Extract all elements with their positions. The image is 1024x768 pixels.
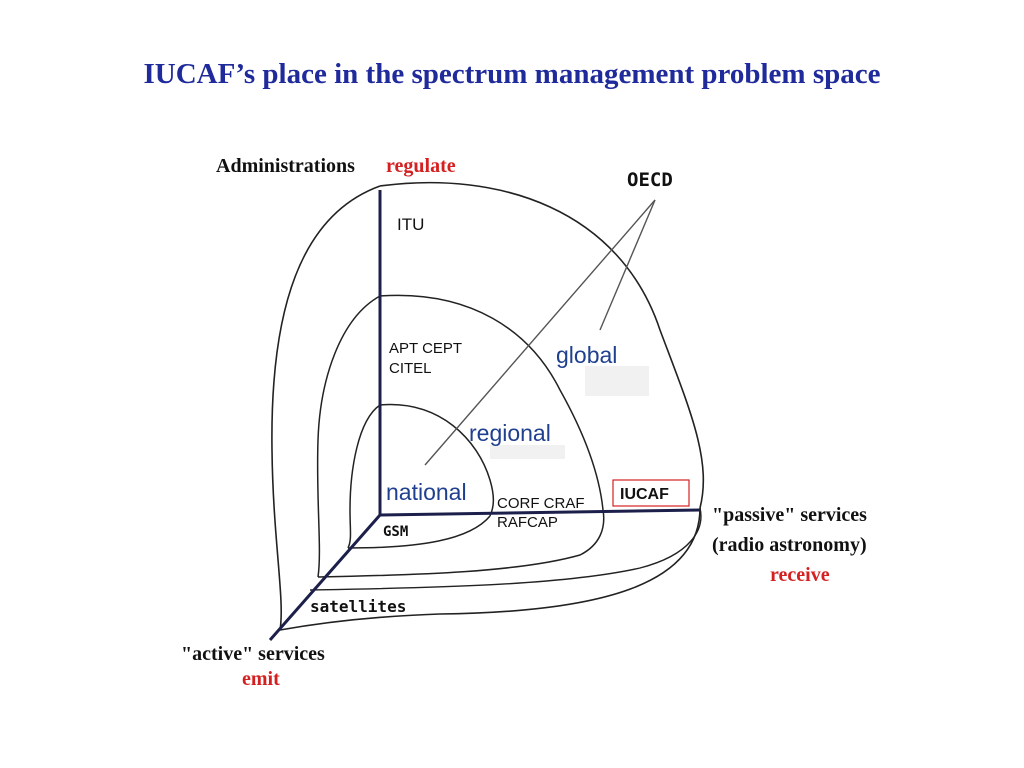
national-shell-left-arc <box>347 404 381 549</box>
passive-services-label: "passive" services <box>712 504 867 526</box>
administrations-label: Administrations <box>216 155 355 177</box>
global-label-backdrop <box>585 366 649 396</box>
regional-shell-bottom-arc <box>317 509 605 578</box>
receive-label: receive <box>770 564 830 586</box>
global-shell-inner-edge <box>309 507 702 591</box>
axis-diagonal <box>268 514 382 641</box>
national-shell-bottom-arc <box>347 515 491 549</box>
axis-horizontal <box>379 508 701 517</box>
regional-org-line-1: APT CEPT <box>389 340 462 357</box>
radio-astronomy-label: (radio astronomy) <box>712 534 867 556</box>
global-shell-bottom-arc <box>279 507 701 631</box>
active-services-label: "active" services <box>181 643 325 665</box>
satellites-label: satellites <box>310 597 406 616</box>
regulate-label: regulate <box>386 155 456 177</box>
emit-label: emit <box>242 668 280 690</box>
iucaf-label: IUCAF <box>620 486 669 503</box>
global-shell-top-arc <box>379 181 705 509</box>
regional-shell-left-arc <box>316 295 381 578</box>
national-shell-top-arc <box>379 403 495 517</box>
regional-shell-top-arc <box>379 294 604 511</box>
itu-label: ITU <box>397 215 424 234</box>
iucaf-highlight-box <box>612 479 690 507</box>
gsm-label: GSM <box>383 524 408 540</box>
national-scope-label: national <box>386 479 467 505</box>
regional-label-backdrop <box>490 445 565 459</box>
oecd-connector-line-global <box>599 199 656 331</box>
national-org-line-1: CORF CRAF <box>497 495 585 512</box>
page-title: IUCAF’s place in the spectrum management… <box>143 58 881 90</box>
national-org-line-2: RAFCAP <box>497 514 558 531</box>
global-shell-outer-arc <box>271 185 381 631</box>
global-scope-label: global <box>556 342 617 368</box>
regional-org-line-2: CITEL <box>389 360 432 377</box>
regional-scope-label: regional <box>469 420 551 446</box>
oecd-label: OECD <box>627 169 673 191</box>
oecd-connector-line-national <box>424 199 656 466</box>
